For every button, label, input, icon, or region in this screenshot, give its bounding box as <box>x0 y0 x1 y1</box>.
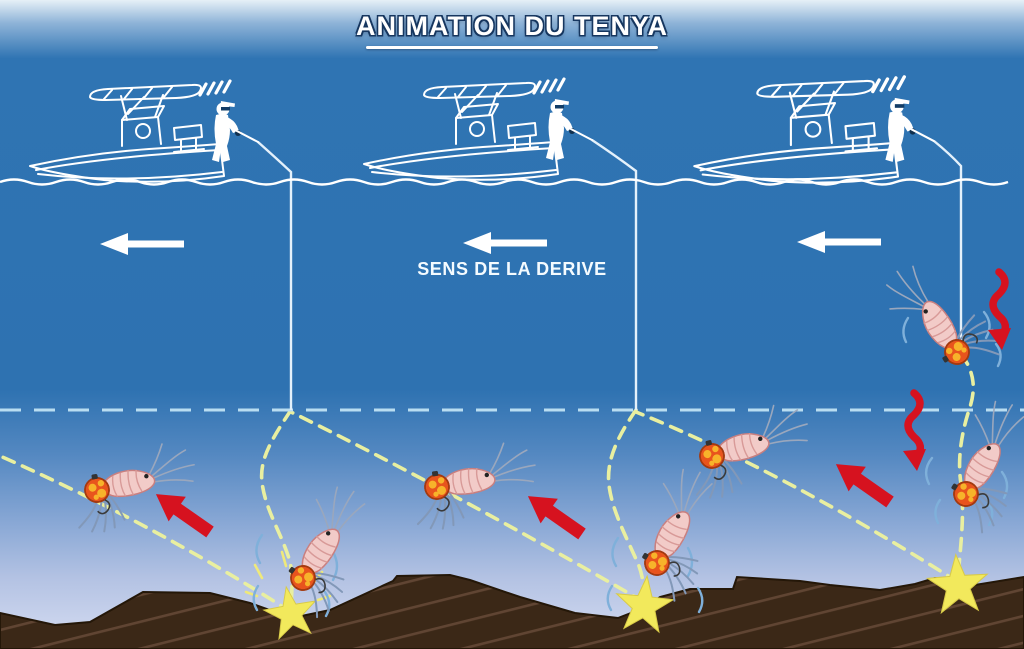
fishing-line-1 <box>257 141 293 410</box>
fishing-lines <box>257 139 963 410</box>
fishing-line-2 <box>591 139 638 410</box>
rise-path-3 <box>634 410 960 584</box>
fishing-line-3 <box>933 140 963 352</box>
page-title: ANIMATION DU TENYA <box>355 11 668 41</box>
sink-path-1 <box>259 408 294 608</box>
title-underline <box>366 46 658 49</box>
sink-path-2 <box>606 408 646 602</box>
rise-path-2 <box>289 410 646 604</box>
lure-path-dashed <box>0 352 976 614</box>
lure-motion-arcs <box>252 310 1009 618</box>
sink-path-3 <box>956 352 976 580</box>
rise-path-1 <box>0 454 293 614</box>
drift-direction-label: SENS DE LA DERIVE <box>417 259 607 279</box>
